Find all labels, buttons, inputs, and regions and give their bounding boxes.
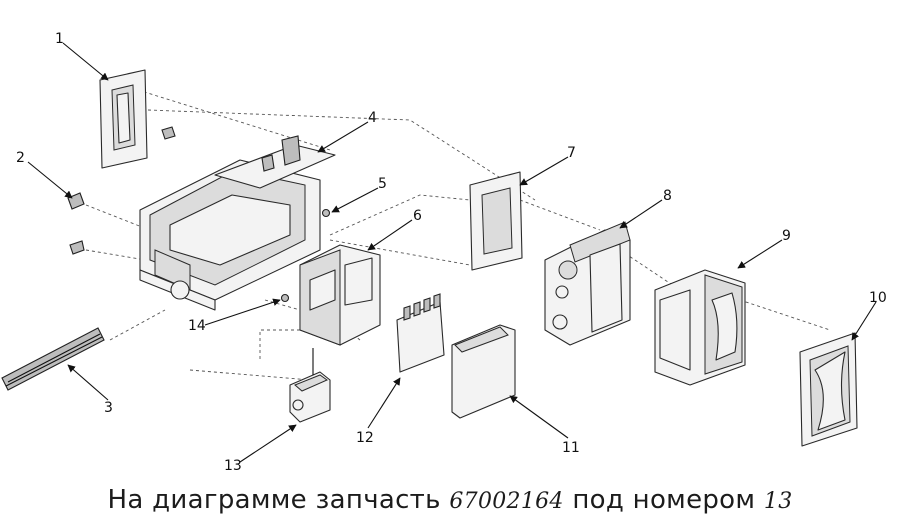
- part-8-control-block: [544, 221, 631, 346]
- callout-8: 8: [663, 188, 672, 204]
- part-5-screw: [321, 208, 331, 218]
- callout-14: 14: [188, 318, 206, 334]
- callout-6: 6: [413, 208, 422, 224]
- part-11-bracket: [451, 324, 516, 419]
- diagram-drawing: 1 2 3 4 5 6 7 8 9 10 11 12 13 14: [1, 31, 887, 474]
- caption-prefix: На диаграмме запчасть: [107, 485, 441, 515]
- part-13-switch: [289, 348, 331, 423]
- callout-10: 10: [869, 290, 887, 306]
- part-10-bezel: [799, 332, 858, 447]
- part-3-rod: [1, 327, 105, 391]
- main-housing-frame: [139, 159, 321, 311]
- part-1-gasket: [99, 69, 148, 169]
- caption-middle: под номером: [572, 485, 756, 515]
- callout-11: 11: [562, 440, 580, 456]
- part-14-screw: [280, 293, 290, 303]
- callout-2: 2: [16, 150, 25, 166]
- caption: На диаграмме запчасть 67002164 под номер…: [0, 485, 900, 515]
- caption-number: 13: [763, 489, 793, 514]
- part-4-top-plate: [214, 135, 336, 189]
- callout-1: 1: [55, 31, 64, 47]
- callout-4: 4: [368, 110, 377, 126]
- callout-7: 7: [567, 145, 576, 161]
- part-7-gasket: [469, 171, 523, 271]
- callout-13: 13: [224, 458, 242, 474]
- part-12-terminal-board: [396, 293, 445, 373]
- caption-part-number: 67002164: [449, 489, 564, 514]
- callout-numbers: 1 2 3 4 5 6 7 8 9 10 11 12 13 14: [16, 31, 887, 474]
- part-9-escutcheon: [654, 269, 746, 386]
- callout-3: 3: [104, 400, 113, 416]
- callout-5: 5: [378, 176, 387, 192]
- callout-leaders: [27, 42, 877, 463]
- callout-12: 12: [356, 430, 374, 446]
- callout-9: 9: [782, 228, 791, 244]
- part-6-switch-housing: [299, 244, 381, 346]
